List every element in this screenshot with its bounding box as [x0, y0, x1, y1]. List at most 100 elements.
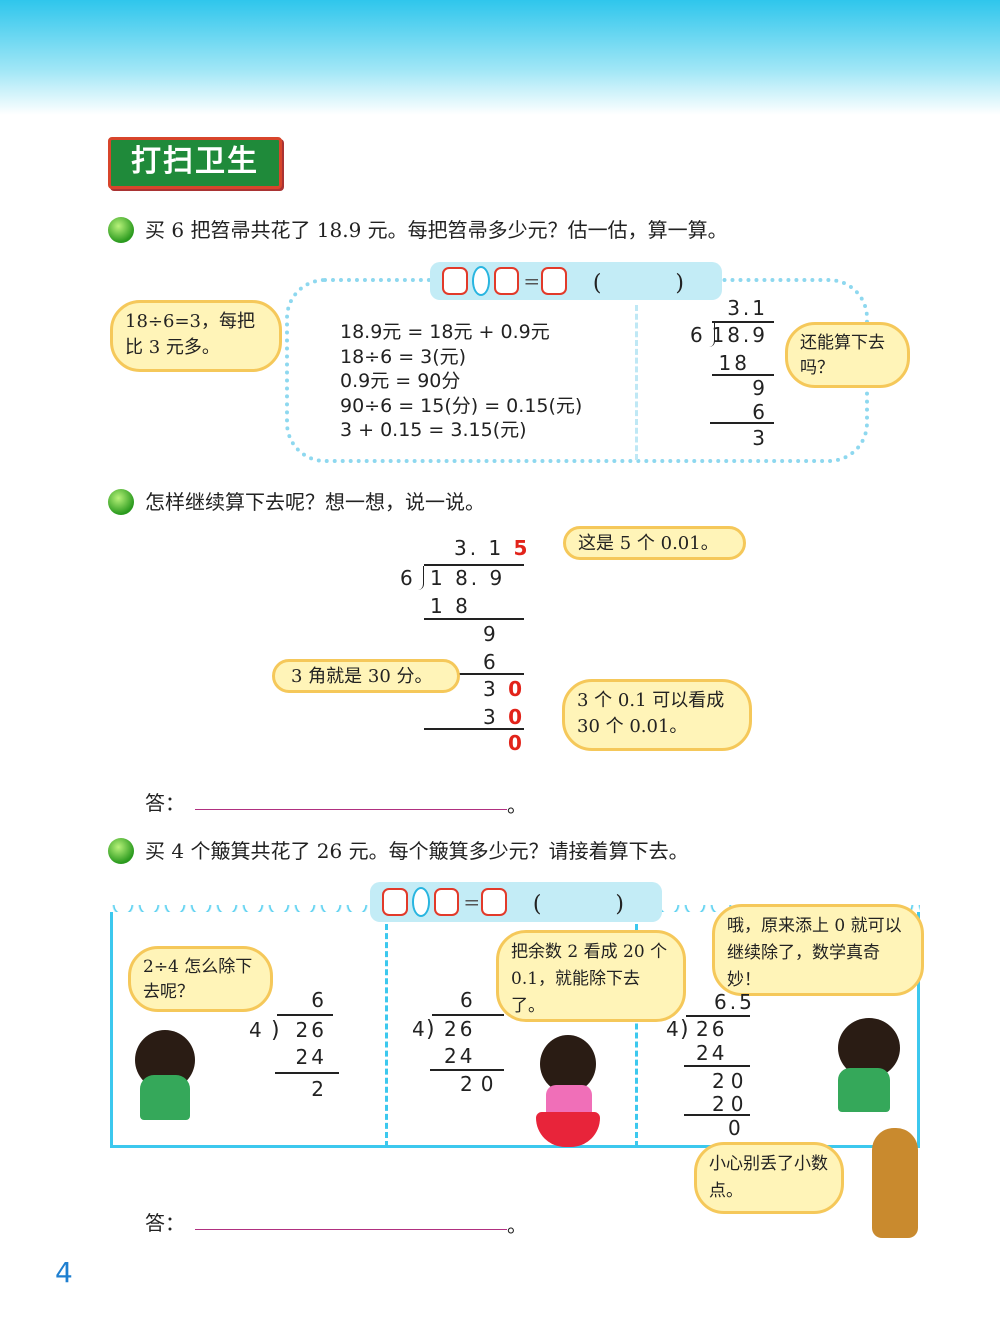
divisor: 4: [666, 1017, 682, 1041]
step: 3: [483, 677, 499, 701]
dog-illustration: [872, 1128, 918, 1238]
unit-parens[interactable]: ( ): [592, 271, 710, 296]
speech-bubble: 哦，原来添上 0 就可以继续除了，数学真奇妙！: [712, 904, 924, 996]
answer-input[interactable]: [195, 1208, 507, 1230]
step-line: [684, 1065, 750, 1067]
question-3: 买 4 个簸箕共花了 26 元。每个簸箕多少元？请接着算下去。: [145, 839, 689, 863]
quotient-digit-red: 5: [513, 536, 531, 560]
blank-box[interactable]: [442, 267, 468, 295]
thought-bubble: 还能算下去吗？: [785, 322, 910, 388]
quotient: 6: [460, 988, 476, 1012]
added-zero: 0: [508, 677, 526, 701]
step: 9: [752, 376, 768, 400]
operator-blank[interactable]: [471, 266, 490, 296]
step: 6: [752, 400, 768, 424]
section-title: 打扫卫生: [108, 137, 282, 189]
quotient: 3. 1: [454, 536, 505, 560]
question-2: 怎样继续算下去呢？想一想，说一说。: [145, 490, 485, 514]
work-line: 90÷6 = 15(分) = 0.15(元): [340, 394, 583, 417]
step: 1 8: [430, 594, 471, 618]
remainder: 0: [508, 731, 525, 755]
blank-box[interactable]: [382, 888, 408, 916]
unit-parens[interactable]: ( ): [532, 892, 650, 917]
quotient: 6: [311, 988, 327, 1012]
speech-bubble: 2÷4 怎么除下去呢？: [128, 946, 273, 1012]
quotient: 6.5: [714, 990, 755, 1014]
boy-shirt: [838, 1068, 890, 1112]
division-bar: [424, 564, 524, 566]
blank-box[interactable]: [541, 267, 567, 295]
long-division-3c: 6.5 4 ) 26 24 20 20 0: [664, 990, 764, 1140]
step: 24: [295, 1045, 327, 1069]
green-bullet-icon: [108, 489, 134, 515]
top-banner: [0, 0, 1000, 115]
dividend: 18.9: [711, 323, 768, 347]
boy-shirt: [140, 1075, 190, 1120]
step: 3: [483, 705, 499, 729]
step-line: [424, 728, 524, 730]
division-bar: [432, 1014, 504, 1016]
equation-blanks: = ( ): [370, 882, 662, 922]
blank-box[interactable]: [493, 267, 520, 295]
answer-label: 答：: [145, 791, 185, 815]
step-line: [684, 1114, 750, 1116]
answer-label: 答：: [145, 1211, 185, 1235]
speech-bubble: 3 个 0.1 可以看成 30 个 0.01。: [562, 679, 752, 751]
page-number: 4: [55, 1256, 73, 1289]
answer-end: 。: [507, 793, 527, 817]
division-bar: [686, 1015, 750, 1017]
equals-sign: =: [463, 890, 481, 914]
divisor: 6: [400, 566, 416, 590]
work-line: 18.9元 = 18元 + 0.9元: [340, 321, 550, 343]
division-bracket: ): [271, 1018, 283, 1043]
step-line: [430, 1069, 504, 1071]
long-division-3a: 6 4 ) 26 24 2: [245, 988, 345, 1108]
divider: [635, 915, 638, 1147]
long-division-3b: 6 4 ) 26 24 20: [410, 988, 510, 1098]
divisor: 4: [412, 1017, 428, 1041]
remainder: 2: [311, 1077, 327, 1101]
operator-blank[interactable]: [411, 887, 430, 917]
equation-blanks: = ( ): [430, 262, 722, 300]
work-line: 0.9元 = 90分: [340, 370, 461, 392]
division-bar: [277, 1014, 333, 1016]
step-line: [424, 673, 524, 675]
division-bracket: [418, 566, 424, 590]
division-bracket: [709, 323, 715, 347]
division-bracket: ): [426, 1017, 438, 1042]
step: 6: [483, 650, 499, 674]
speech-bubble: 小心别丢了小数点。: [694, 1142, 844, 1214]
divisor: 4: [249, 1018, 265, 1042]
divider: [635, 305, 638, 460]
answer-input[interactable]: [195, 788, 507, 810]
answer-end: 。: [507, 1213, 527, 1237]
work-line: 18÷6 = 3(元): [340, 345, 467, 368]
step: 20: [712, 1069, 750, 1093]
equals-sign: =: [523, 269, 541, 293]
long-division-1: 3.1 6 18.9 18 9 6 3: [690, 296, 780, 456]
step: 20: [712, 1092, 750, 1116]
quotient: 3.1: [727, 296, 768, 320]
dividend: 1 8. 9: [430, 566, 506, 590]
remainder: 0: [728, 1116, 744, 1140]
step: 9: [483, 622, 499, 646]
speech-bubble: 3 角就是 30 分。: [272, 659, 460, 693]
divisor: 6: [690, 323, 706, 347]
work-steps: 18.9元 = 18元 + 0.9元 18÷6 = 3(元) 0.9元 = 90…: [340, 320, 582, 443]
division-bracket: ): [680, 1017, 692, 1042]
division-bar: [712, 321, 774, 323]
speech-bubble: 把余数 2 看成 20 个 0.1，就能除下去了。: [496, 930, 686, 1022]
step-line: [275, 1072, 339, 1074]
blank-box[interactable]: [433, 888, 460, 916]
step: 24: [696, 1041, 728, 1065]
speech-bubble: 这是 5 个 0.01。: [563, 526, 746, 560]
step-line: [424, 618, 524, 620]
added-zero: 0: [508, 705, 526, 729]
thought-bubble: 18÷6=3，每把比 3 元多。: [110, 300, 282, 372]
girl-illustration: [540, 1035, 596, 1093]
green-bullet-icon: [108, 838, 134, 864]
step-line: [712, 374, 774, 376]
long-division-2: 3. 1 5 6 1 8. 9 1 8 9 6 3 0 3 0 0: [398, 536, 531, 755]
blank-box[interactable]: [481, 888, 507, 916]
step: 20: [460, 1072, 502, 1096]
